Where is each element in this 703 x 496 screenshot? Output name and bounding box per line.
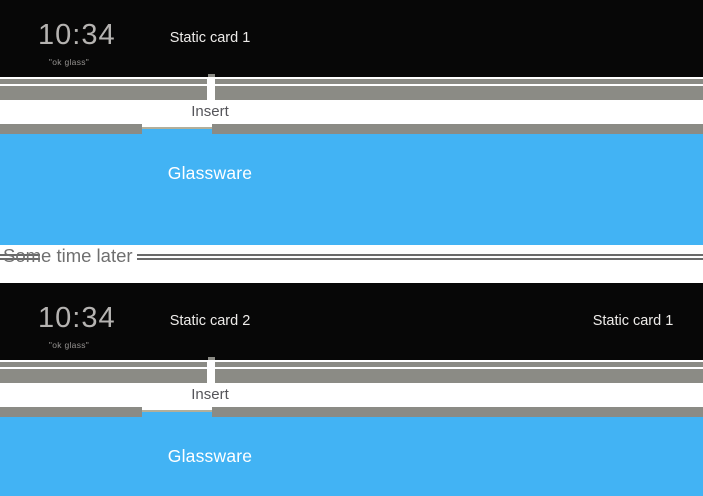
insert-gap — [207, 86, 215, 100]
insert-gap — [207, 369, 215, 383]
transition-line-left-top — [0, 254, 40, 256]
insert-callout-label: Insert — [191, 103, 229, 120]
timeline-card-row-2: 10:34 "ok glass" Static card 2 Static ca… — [0, 283, 703, 360]
ok-glass-hotword: "ok glass" — [48, 340, 90, 350]
glassware-card-1: Glassware — [0, 134, 703, 245]
insert-channel-stub — [208, 74, 215, 77]
insert-channel-stub — [208, 357, 215, 360]
glassware-tab-gap — [142, 407, 212, 410]
insert-gap — [207, 79, 215, 84]
transition-label: Some time later — [3, 245, 133, 266]
static-card-2-label: Static card 2 — [169, 313, 251, 329]
glassware-card-label: Glassware — [167, 163, 253, 183]
transition-line-right-top — [137, 254, 703, 256]
home-card-clock: 10:34 — [38, 302, 116, 334]
timeline-strip-thin-2 — [0, 362, 703, 367]
static-card-1-label: Static card 1 — [169, 30, 251, 46]
glassware-tab — [142, 129, 212, 134]
timeline-strip-thick-1 — [0, 86, 703, 100]
insert-gap — [207, 362, 215, 367]
insert-callout-label: Insert — [191, 386, 229, 403]
glassware-card-2: Glassware — [0, 417, 703, 496]
static-card-1-label: Static card 1 — [592, 313, 674, 329]
home-card-clock: 10:34 — [38, 19, 116, 51]
glassware-card-label: Glassware — [167, 446, 253, 466]
timeline-card-row-1: 10:34 "ok glass" Static card 1 — [0, 0, 703, 77]
transition-line-right-bottom — [137, 258, 703, 260]
timeline-strip-thick-2 — [0, 369, 703, 383]
transition-line-left-bottom — [0, 258, 40, 260]
glassware-tab — [142, 412, 212, 417]
glassware-tab-edge — [142, 127, 212, 129]
glassware-tab-edge — [142, 410, 212, 412]
timeline-strip-lower-2 — [0, 407, 703, 417]
ok-glass-hotword: "ok glass" — [48, 57, 90, 67]
timeline-strip-thin-1 — [0, 79, 703, 84]
glassware-tab-gap — [142, 124, 212, 127]
timeline-strip-lower-1 — [0, 124, 703, 134]
